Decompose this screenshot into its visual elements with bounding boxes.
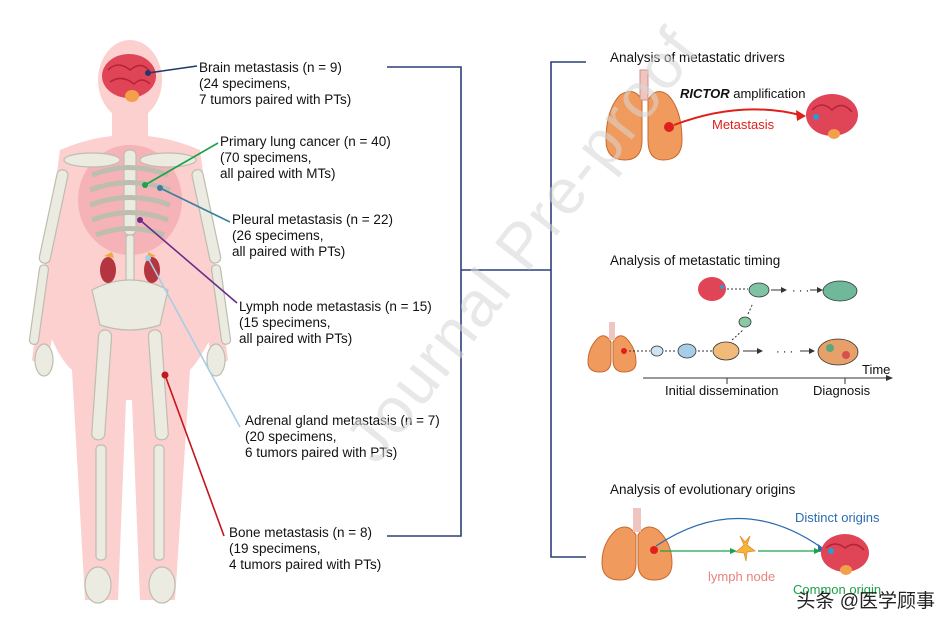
- brain: [102, 54, 156, 102]
- footer-credit: 头条 @医学顾事: [796, 591, 935, 612]
- distinct-origins-label: Distinct origins: [795, 510, 880, 525]
- dissemination-label: Initial dissemination: [665, 383, 779, 398]
- timing-panel: · · · · · ·: [587, 277, 893, 384]
- brain-label: Brain metastasis (n = 9) (24 specimens, …: [199, 60, 351, 108]
- pleural-label-line2: (26 specimens,: [232, 228, 324, 243]
- lymph-node-icon: [735, 535, 757, 562]
- lung-icon-1: [605, 90, 683, 161]
- distinct-origin-arrow: [655, 517, 823, 549]
- adrenal-label-line2: (20 specimens,: [245, 429, 337, 444]
- kidney-left: [100, 257, 116, 283]
- origins-panel: [601, 508, 869, 581]
- bracket-left: [387, 61, 586, 558]
- lung-label: Primary lung cancer (n = 40) (70 specime…: [220, 134, 391, 182]
- common-origin-label: Common origin: [793, 582, 882, 597]
- lung-label-line2: (70 specimens,: [220, 150, 312, 165]
- lung-icon-2: [587, 335, 637, 373]
- pleural-label-line1: Pleural metastasis (n = 22): [232, 212, 393, 227]
- pleural-label-line3: all paired with PTs): [232, 244, 346, 259]
- brain-label-line3: 7 tumors paired with PTs): [199, 92, 352, 107]
- metastasis-label: Metastasis: [712, 117, 775, 132]
- brain-callout: [147, 65, 198, 74]
- lung-label-line3: all paired with MTs): [220, 166, 336, 181]
- brain-label-line1: Brain metastasis (n = 9): [199, 60, 342, 75]
- bone-label-line2: (19 specimens,: [229, 541, 321, 556]
- lung-label-line1: Primary lung cancer (n = 40): [220, 134, 391, 149]
- lymph-label-line1: Lymph node metastasis (n = 15): [239, 299, 432, 314]
- diagnosis-label: Diagnosis: [813, 383, 871, 398]
- pleural-callout: [159, 187, 231, 223]
- kidney-right: [144, 257, 160, 283]
- bone-label-line1: Bone metastasis (n = 8): [229, 525, 372, 540]
- rictor-suffix: amplification: [729, 86, 806, 101]
- bone-label: Bone metastasis (n = 8) (19 specimens, 4…: [229, 525, 381, 573]
- timing-title: Analysis of metastatic timing: [610, 253, 781, 268]
- bone-label-line3: 4 tumors paired with PTs): [229, 557, 382, 572]
- lymph-callout: [139, 219, 238, 304]
- adrenal-label-line1: Adrenal gland metastasis (n = 7): [245, 413, 440, 428]
- lymph-label-line2: (15 specimens,: [239, 315, 331, 330]
- drivers-title: Analysis of metastatic drivers: [610, 50, 785, 65]
- rictor-label: RICTOR amplification: [680, 86, 805, 101]
- time-label: Time: [862, 362, 891, 377]
- lung-callout: [144, 142, 219, 186]
- timing-ellipsis-low: · · ·: [776, 346, 793, 358]
- pleural-label: Pleural metastasis (n = 22) (26 specimen…: [232, 212, 393, 260]
- timing-ellipsis-high: · · ·: [792, 285, 809, 297]
- drivers-panel: [605, 69, 858, 161]
- lymph-label-line3: all paired with PTs): [239, 331, 353, 346]
- bone-callout: [164, 374, 225, 537]
- adrenal-label: Adrenal gland metastasis (n = 7) (20 spe…: [245, 413, 440, 461]
- origins-title: Analysis of evolutionary origins: [610, 482, 796, 497]
- metastasis-arrow: [673, 108, 801, 126]
- adrenal-label-line3: 6 tumors paired with PTs): [245, 445, 398, 460]
- rictor-gene: RICTOR: [680, 86, 730, 101]
- lymph-label: Lymph node metastasis (n = 15) (15 speci…: [239, 299, 432, 347]
- lymph-node-text: lymph node: [708, 569, 776, 584]
- adrenal-callout: [147, 257, 241, 428]
- skeleton: [28, 149, 232, 604]
- lung-icon-3: [601, 526, 673, 581]
- brain-label-line2: (24 specimens,: [199, 76, 291, 91]
